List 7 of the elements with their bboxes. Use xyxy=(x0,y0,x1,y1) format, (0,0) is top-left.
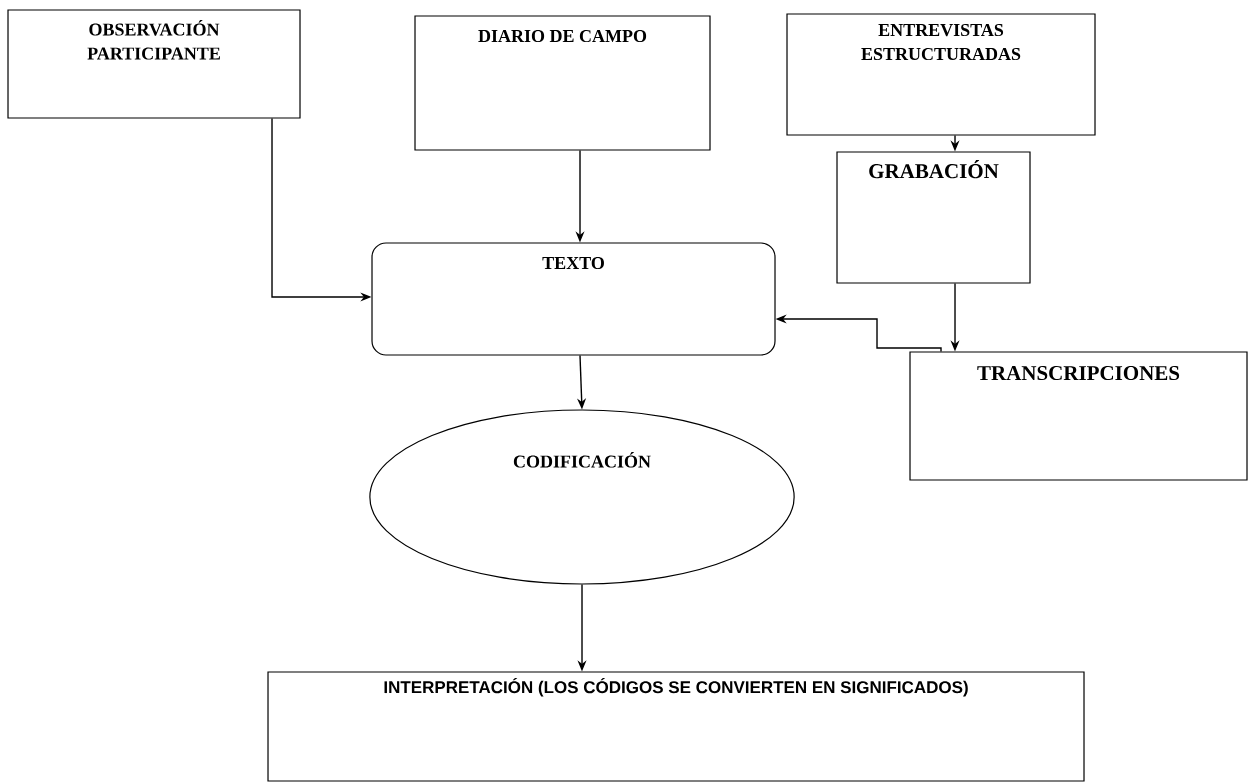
process-box: TRANSCRIPCIONES xyxy=(909,351,1248,481)
process-box: DIARIO DE CAMPO xyxy=(414,15,711,151)
process-box: GRABACIÓN xyxy=(836,151,1031,284)
rounded-box: TEXTO xyxy=(371,242,776,356)
process-box: OBSERVACIÓN PARTICIPANTE xyxy=(7,9,301,119)
process-box: ENTREVISTAS ESTRUCTURADAS xyxy=(786,13,1096,136)
process-box: INTERPRETACIÓN (LOS CÓDIGOS SE CONVIERTEN EN SIGNIFICADOS) xyxy=(267,671,1085,782)
